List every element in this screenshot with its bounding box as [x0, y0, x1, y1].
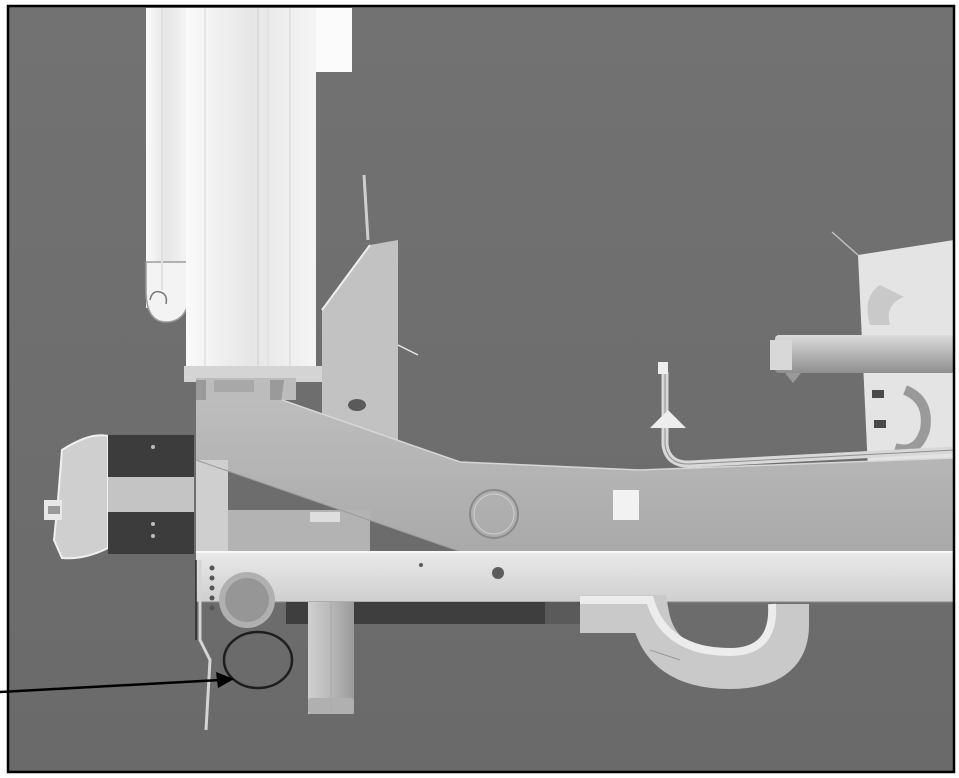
gusset-plate [321, 174, 419, 440]
main-arm [196, 399, 955, 555]
dark-tube [286, 602, 585, 624]
callout-arrow [0, 672, 234, 694]
lower-block [195, 459, 471, 556]
support-leg [308, 602, 354, 714]
vertical-column [145, 8, 352, 368]
end-cap [44, 434, 194, 560]
u-pipe [580, 595, 809, 690]
column-mount [184, 366, 322, 410]
release-pin [195, 560, 294, 731]
bent-rod [650, 362, 955, 468]
lower-rail [196, 551, 954, 603]
upper-cylinder [770, 335, 955, 383]
frame-border [6, 4, 956, 774]
